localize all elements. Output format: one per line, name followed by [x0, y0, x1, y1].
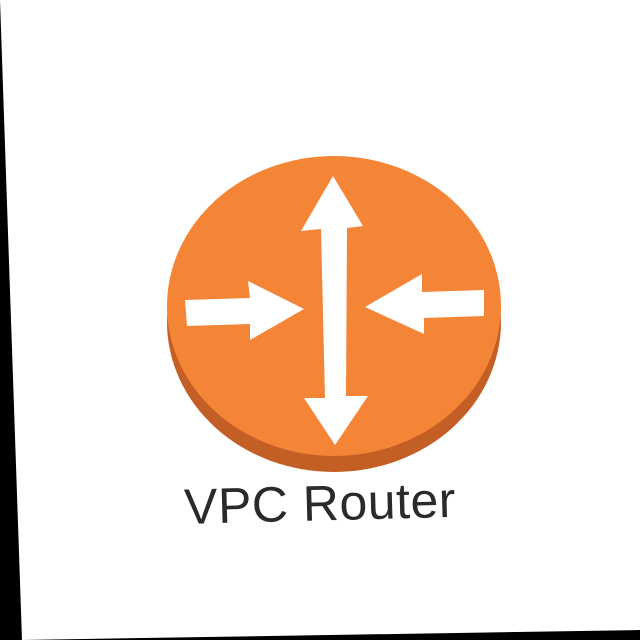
vpc-router-node[interactable] — [167, 156, 501, 472]
vertical-double-arrow-icon — [301, 176, 368, 445]
arrow-right-icon — [185, 281, 304, 340]
router-icon — [185, 176, 484, 445]
arrow-left-icon — [365, 274, 484, 334]
